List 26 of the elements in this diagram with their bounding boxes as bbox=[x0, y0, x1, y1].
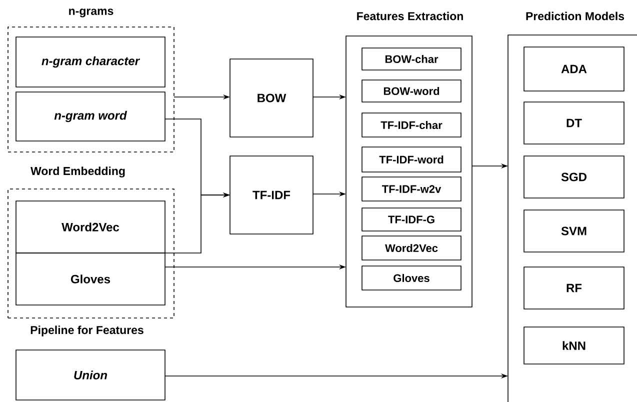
process-box: n-gram word bbox=[16, 92, 166, 142]
process-box: Word2Vec bbox=[16, 200, 166, 254]
node-label: n-grams bbox=[69, 8, 114, 18]
node-label: Features Extraction bbox=[357, 12, 463, 20]
process-box: kNN bbox=[524, 326, 624, 364]
process-box: RF bbox=[524, 266, 624, 310]
feature-box: TF-IDF-w2v bbox=[362, 176, 462, 202]
process-box: Union bbox=[16, 350, 166, 400]
feature-box: TF-IDF-char bbox=[362, 112, 462, 138]
process-box: SVM bbox=[524, 210, 624, 252]
section-heading: Pipeline for Features bbox=[30, 326, 144, 336]
process-box: TF-IDF bbox=[230, 156, 314, 234]
feature-box: BOW-char bbox=[362, 48, 462, 70]
feature-box: TF-IDF-word bbox=[362, 146, 462, 172]
process-box: DT bbox=[524, 102, 624, 144]
process-box: ADA bbox=[524, 46, 624, 92]
process-box: SGD bbox=[524, 156, 624, 198]
feature-box: BOW-word bbox=[362, 80, 462, 102]
process-box: Gloves bbox=[16, 252, 166, 306]
node-label: Prediction Models bbox=[526, 12, 624, 20]
process-box: n-gram character bbox=[16, 36, 166, 88]
feature-box: Word2Vec bbox=[362, 236, 462, 260]
node-label: Word Embedding bbox=[30, 166, 125, 178]
feature-box: Gloves bbox=[362, 266, 462, 290]
process-box: BOW bbox=[230, 58, 314, 138]
feature-box: TF-IDF-G bbox=[362, 208, 462, 232]
